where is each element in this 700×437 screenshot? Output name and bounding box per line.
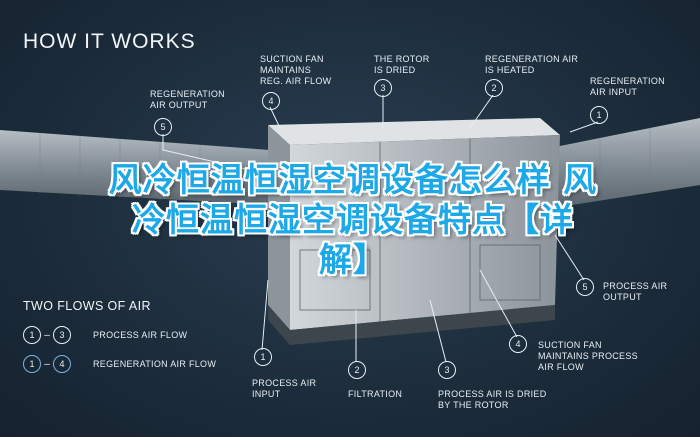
callout-number-4-bottom: 4 xyxy=(509,335,527,353)
callout-number-3-top: 3 xyxy=(374,79,392,97)
flows-legend-title: TWO FLOWS OF AIR xyxy=(23,299,151,313)
callout-number-2-bottom: 2 xyxy=(348,361,366,379)
callout-number-5-top: 5 xyxy=(154,118,172,136)
flow-row-process: 1–3 PROCESS AIR FLOW xyxy=(23,326,187,344)
callout-number-4-top: 4 xyxy=(262,92,280,110)
callout-number-1-top: 1 xyxy=(590,106,608,124)
flow-dash: – xyxy=(44,329,50,341)
page-title: HOW IT WORKS xyxy=(23,30,196,53)
unit-body xyxy=(290,135,560,330)
flow-start-number: 1 xyxy=(23,326,41,344)
flow-end-number: 4 xyxy=(53,355,71,373)
callout-number-1-bottom: 1 xyxy=(254,348,272,366)
unit-base xyxy=(268,305,555,345)
flow-start-number: 1 xyxy=(23,355,41,373)
unit-top xyxy=(268,118,560,145)
callout-number-5-bottom: 5 xyxy=(576,278,594,296)
callout-filtration: FILTRATION xyxy=(348,389,403,399)
flow-label: REGENERATION AIR FLOW xyxy=(93,359,217,369)
unit-front xyxy=(268,125,290,330)
flow-row-regeneration: 1–4 REGENERATION AIR FLOW xyxy=(23,355,216,373)
left-duct xyxy=(0,130,270,205)
overlay-caption: 风冷恒温恒湿空调设备怎么样 风冷恒温恒湿空调设备特点【详解】 xyxy=(108,160,598,279)
right-duct xyxy=(540,118,700,210)
flow-label: PROCESS AIR FLOW xyxy=(93,330,188,340)
callout-number-2-top: 2 xyxy=(485,79,503,97)
flow-end-number: 3 xyxy=(53,326,71,344)
flow-dash: – xyxy=(44,358,50,370)
callout-number-3-bottom: 3 xyxy=(438,361,456,379)
